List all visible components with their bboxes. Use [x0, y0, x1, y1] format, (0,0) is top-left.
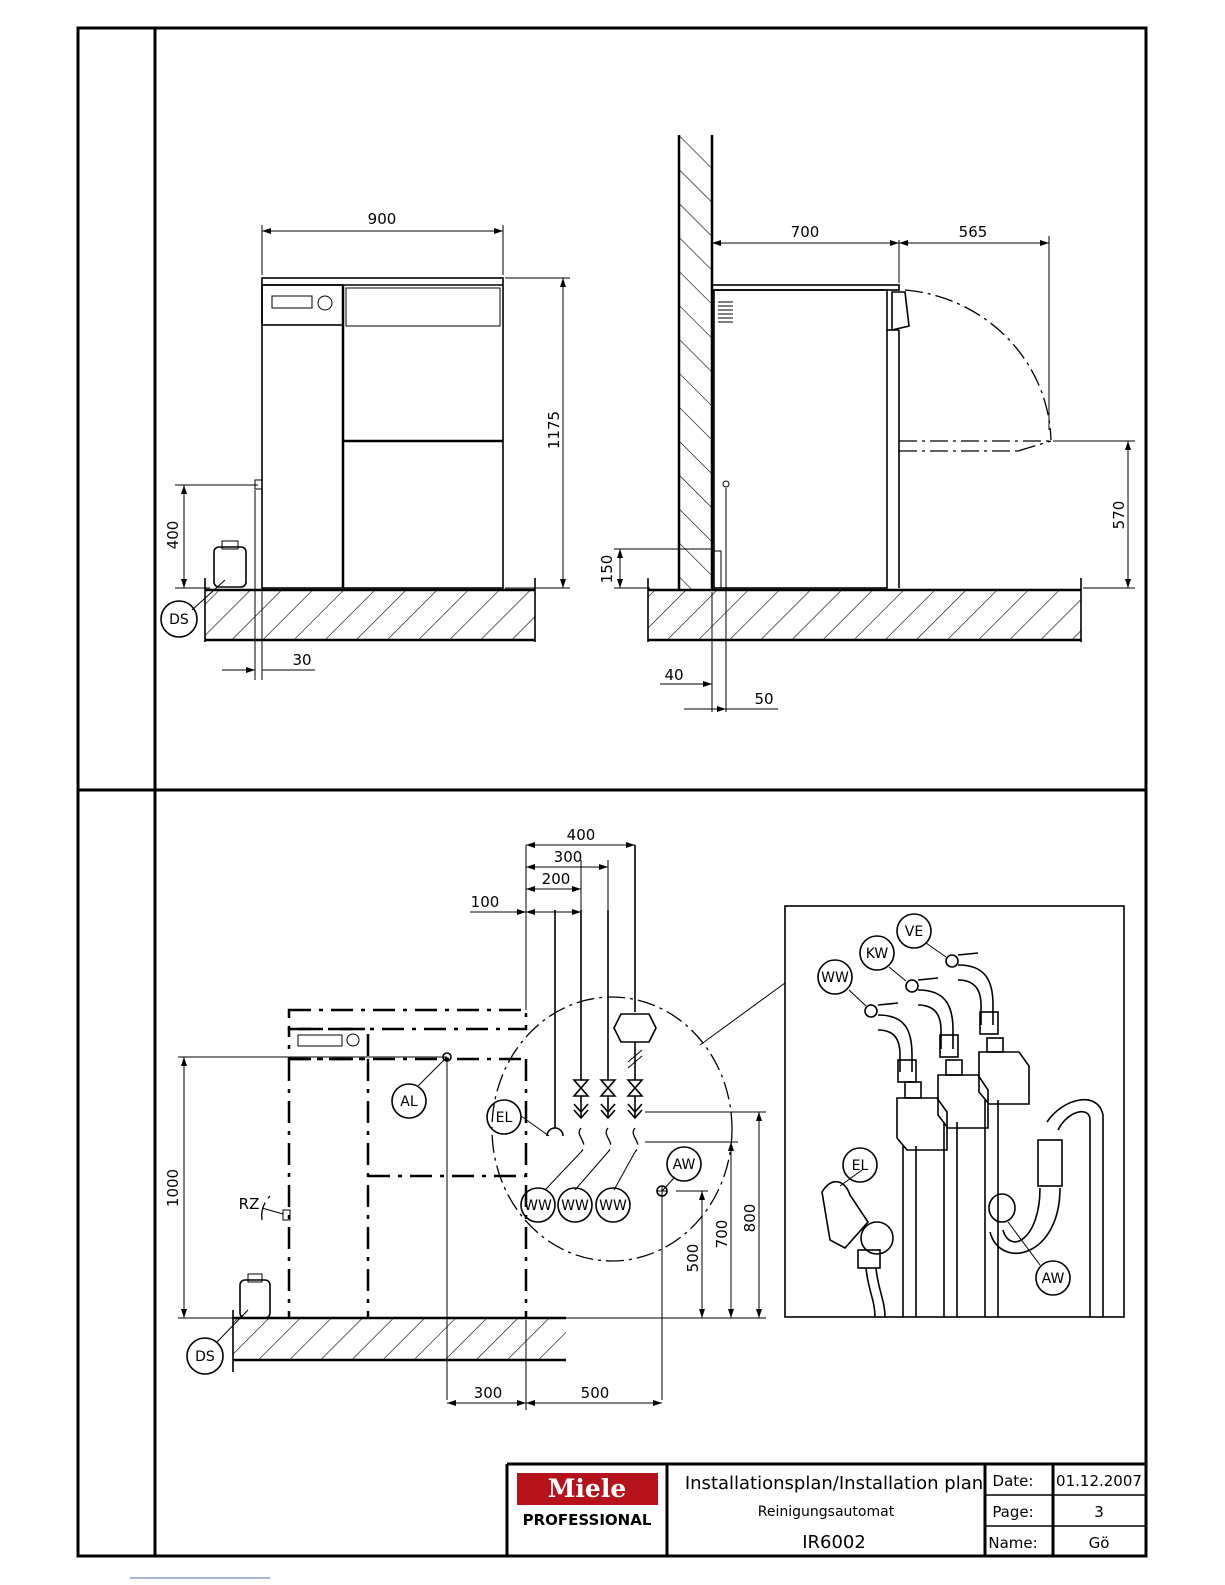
page-value: 3 — [1094, 1503, 1104, 1521]
al-label: AL — [400, 1094, 418, 1110]
title-block: Miele PROFESSIONAL Installationsplan/Ins… — [507, 1464, 1146, 1556]
dim-100-plan: 100 — [471, 893, 500, 911]
aw-label-plan: AW — [673, 1157, 696, 1173]
dim-400-plan: 400 — [567, 826, 596, 844]
dim-900: 900 — [368, 210, 397, 228]
hose-squiggles — [579, 1128, 638, 1152]
model-number: IR6002 — [802, 1532, 866, 1553]
ds-label-plan: DS — [195, 1349, 215, 1365]
page-label: Page: — [992, 1503, 1033, 1521]
dim-30: 30 — [292, 651, 311, 669]
ww-label-1: WW — [524, 1198, 552, 1214]
dim-40: 40 — [664, 666, 683, 684]
dim-1175: 1175 — [545, 411, 563, 449]
dim-150: 150 — [598, 555, 616, 584]
ve-label-detail: VE — [905, 924, 923, 940]
detergent-canister — [214, 547, 246, 587]
detail-view: WW KW VE EL AW — [785, 906, 1124, 1317]
kw-label-detail: KW — [866, 946, 889, 962]
dim-700-v: 700 — [713, 1220, 731, 1249]
front-view: 900 1175 400 30 DS — [161, 210, 570, 680]
date-label: Date: — [993, 1472, 1034, 1490]
dim-50: 50 — [754, 690, 773, 708]
display — [272, 296, 312, 308]
electrical-socket — [822, 1182, 893, 1317]
dim-800-v: 800 — [741, 1204, 759, 1233]
side-view: 700 565 570 150 40 50 — [598, 135, 1135, 712]
dim-700: 700 — [791, 223, 820, 241]
dim-1000: 1000 — [164, 1169, 182, 1207]
ds-label: DS — [169, 612, 189, 628]
date-value: 01.12.2007 — [1056, 1472, 1142, 1490]
hexagon-ve-icon — [614, 1014, 656, 1042]
ww-label-detail: WW — [821, 970, 849, 986]
aw-label-detail: AW — [1042, 1271, 1065, 1287]
ww-label-3: WW — [599, 1198, 627, 1214]
dim-570: 570 — [1110, 501, 1128, 530]
name-value: Gö — [1089, 1534, 1110, 1552]
plan-subtitle: Reinigungsautomat — [758, 1504, 895, 1520]
plan-title: Installationsplan/Installation plan — [685, 1473, 983, 1494]
valve-boxes — [897, 1038, 1029, 1150]
plan-view: RZ — [164, 826, 785, 1410]
water-taps — [865, 953, 998, 1082]
el-label-plan: EL — [496, 1110, 513, 1126]
dim-565: 565 — [959, 223, 988, 241]
dishwasher-side — [714, 290, 887, 588]
dim-400: 400 — [164, 521, 182, 550]
ww-label-2: WW — [561, 1198, 589, 1214]
el-label-detail: EL — [852, 1158, 869, 1174]
name-label: Name: — [988, 1534, 1037, 1552]
dim-300-plan: 300 — [554, 848, 583, 866]
dim-200-plan: 200 — [542, 870, 571, 888]
control-panel — [262, 285, 343, 325]
dim-500-h: 500 — [581, 1384, 610, 1402]
logo-text: Miele — [548, 1474, 626, 1503]
rz-label: RZ — [239, 1195, 260, 1213]
dim-300-h: 300 — [474, 1384, 503, 1402]
logo-sub: PROFESSIONAL — [523, 1511, 652, 1529]
dim-500-v: 500 — [684, 1244, 702, 1273]
power-knob — [318, 296, 332, 310]
